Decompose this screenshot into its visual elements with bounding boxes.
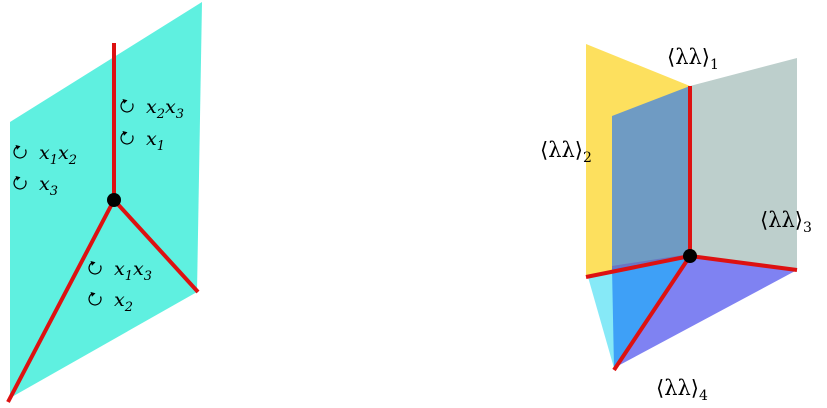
vertex-dot xyxy=(683,249,697,263)
right-diagram: ⟨λλ⟩1 ⟨λλ⟩2 ⟨λλ⟩3 ⟨λλ⟩4 xyxy=(540,44,812,404)
label-lambda-4: ⟨λλ⟩4 xyxy=(656,376,708,404)
rot-icon xyxy=(120,99,134,113)
rot-icon xyxy=(88,261,102,275)
rot-icon xyxy=(120,131,134,145)
blue-sheet xyxy=(612,86,690,268)
vertex-dot xyxy=(107,193,121,207)
rot-icon xyxy=(13,176,27,190)
red-edge-left xyxy=(585,254,691,279)
red-edge-right xyxy=(689,254,798,272)
purple-sheet xyxy=(614,256,797,368)
label-x2x3: x2x3 xyxy=(146,96,184,122)
label-x1: x1 xyxy=(146,128,165,154)
cyan-sheet xyxy=(10,2,202,398)
red-edge-down-left xyxy=(6,199,116,403)
rot-icon xyxy=(88,292,102,306)
red-edge-down-right xyxy=(112,198,200,294)
rot-icon xyxy=(13,145,27,159)
label-lambda-2: ⟨λλ⟩2 xyxy=(540,138,592,166)
label-x2: x2 xyxy=(114,289,133,315)
label-x3: x3 xyxy=(39,173,58,199)
grey-sheet xyxy=(690,58,797,270)
label-x1x3: x1x3 xyxy=(114,258,152,284)
label-lambda-1: ⟨λλ⟩1 xyxy=(667,45,719,73)
label-lambda-3: ⟨λλ⟩3 xyxy=(760,208,812,236)
left-diagram: x2x3 x1 x1x2 x3 x1x3 x2 xyxy=(6,2,202,403)
label-x1x2: x1x2 xyxy=(39,142,77,168)
red-edge-down xyxy=(612,254,692,372)
